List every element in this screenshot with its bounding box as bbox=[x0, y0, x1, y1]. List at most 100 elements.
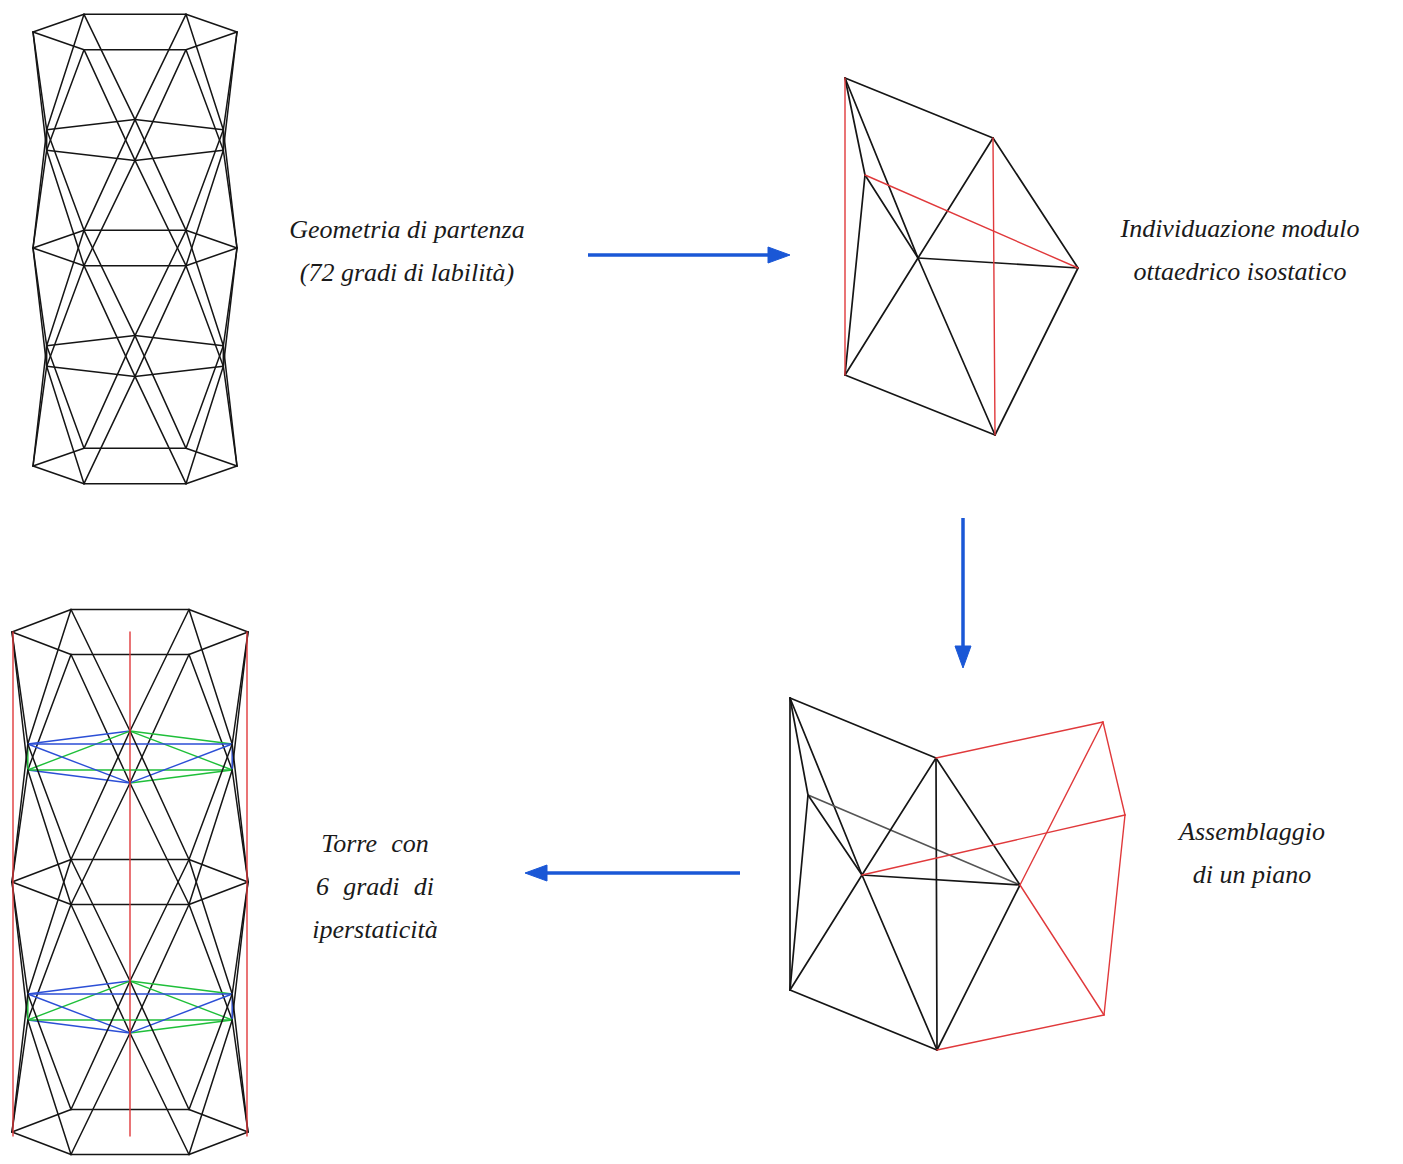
diagonal-bar bbox=[71, 860, 130, 982]
diagonal-bar bbox=[28, 860, 71, 995]
step-caption: Individuazione modulo ottaedrico isostat… bbox=[1109, 207, 1371, 293]
diagonal-bar bbox=[28, 610, 71, 745]
diagonal-bar bbox=[130, 860, 189, 982]
ring-bar bbox=[84, 230, 186, 232]
diagonal-bar bbox=[223, 32, 237, 150]
diagonal-bar bbox=[232, 632, 248, 744]
module-bar bbox=[845, 78, 993, 138]
module-bar bbox=[865, 175, 1078, 268]
diagonal-bar bbox=[28, 1020, 71, 1155]
diagonal-bar bbox=[223, 248, 237, 366]
module-bar bbox=[1103, 722, 1125, 815]
module-bar bbox=[845, 258, 918, 375]
diagonal-bar bbox=[130, 1033, 189, 1155]
octahedral-module bbox=[790, 698, 1125, 1050]
diagonal-bar bbox=[33, 248, 47, 366]
ring-bar bbox=[33, 248, 84, 266]
flow-arrow bbox=[955, 518, 971, 668]
diagonal-bar bbox=[223, 130, 237, 248]
module-bar bbox=[845, 78, 865, 175]
diagonal-bar bbox=[12, 882, 28, 1020]
ring-bar bbox=[12, 1110, 71, 1132]
diagonal-bar bbox=[71, 1033, 130, 1155]
diagonal-bar bbox=[223, 248, 237, 346]
diagonal-bar bbox=[135, 336, 186, 449]
diagonal-bar bbox=[28, 994, 71, 1109]
diagonal-bar bbox=[28, 744, 71, 859]
module-bar bbox=[1104, 815, 1125, 1015]
ring-bar bbox=[71, 1154, 189, 1156]
diagonal-bar bbox=[189, 994, 232, 1109]
module-bar bbox=[995, 268, 1078, 435]
module-bar bbox=[790, 795, 808, 990]
diagonal-bar bbox=[223, 32, 237, 130]
ring-bar bbox=[84, 483, 186, 485]
ring-bar bbox=[33, 448, 84, 466]
arrow-shaft bbox=[588, 253, 770, 257]
step-panel: Individuazione modulo ottaedrico isostat… bbox=[830, 70, 1385, 445]
ring-bar bbox=[189, 1110, 248, 1132]
step-panel: Geometria di partenza (72 gradi di labil… bbox=[20, 5, 560, 500]
diagonal-bar bbox=[186, 14, 223, 129]
diagonal-bar bbox=[135, 14, 186, 119]
diagonal-bar bbox=[33, 32, 47, 150]
ring-bar bbox=[189, 1132, 248, 1154]
diagonal-bar bbox=[186, 230, 223, 345]
diagonal-bar bbox=[71, 783, 130, 905]
ring-bar bbox=[135, 336, 223, 346]
ring-bar bbox=[186, 230, 237, 248]
module-bar bbox=[1020, 722, 1103, 885]
diagonal-bar bbox=[12, 744, 28, 882]
module-bar bbox=[993, 138, 1078, 268]
module-bar bbox=[845, 175, 865, 375]
diagonal-bar bbox=[130, 783, 189, 905]
diagonal-bar bbox=[232, 882, 248, 994]
diagonal-bar bbox=[71, 610, 130, 732]
diagonal-bar bbox=[47, 266, 84, 367]
ring-bar bbox=[135, 150, 223, 160]
diagonal-bar bbox=[33, 346, 47, 466]
diagonal-bar bbox=[232, 994, 248, 1132]
diagonal-bar bbox=[232, 744, 248, 882]
diagonal-bar bbox=[47, 130, 84, 231]
diagonal-bar bbox=[186, 266, 223, 367]
ring-bar bbox=[47, 120, 135, 130]
ring-bar bbox=[84, 49, 186, 51]
ring-bar bbox=[186, 248, 237, 266]
module-bar bbox=[790, 698, 808, 795]
ring-bar bbox=[12, 860, 71, 882]
diagonal-bar bbox=[84, 336, 135, 449]
diagonal-bar bbox=[47, 230, 84, 345]
module-bar bbox=[865, 175, 918, 258]
diagonal-bar bbox=[12, 632, 28, 770]
diagonal-bar bbox=[189, 770, 232, 905]
ring-bar bbox=[84, 265, 186, 267]
module-bar bbox=[862, 875, 1020, 885]
step-caption: Torre con 6 gradi di iperstaticità bbox=[308, 822, 442, 951]
arrow-shaft bbox=[961, 518, 965, 648]
vertical-bar bbox=[246, 632, 247, 1136]
ring-bar bbox=[84, 448, 186, 450]
module-bar bbox=[918, 138, 993, 258]
ring-bar bbox=[189, 860, 248, 882]
diagonal-bar bbox=[130, 981, 189, 1109]
module-bar bbox=[845, 78, 918, 258]
diagonal-bar bbox=[232, 882, 248, 1020]
module-bar bbox=[844, 78, 845, 375]
module-bar bbox=[936, 758, 1020, 885]
module-bar bbox=[937, 885, 1020, 1050]
ring-bar bbox=[84, 14, 186, 16]
diagonal-bar bbox=[47, 14, 84, 129]
ring-bar bbox=[12, 1132, 71, 1154]
diagonal-bar bbox=[12, 994, 28, 1132]
module-bar bbox=[918, 258, 1078, 268]
module-bar bbox=[790, 990, 937, 1050]
module-bar bbox=[918, 258, 995, 435]
diagonal-bar bbox=[71, 981, 130, 1109]
ring-bar bbox=[33, 230, 84, 248]
module-bar bbox=[1020, 885, 1104, 1015]
diagonal-bar bbox=[47, 366, 84, 483]
